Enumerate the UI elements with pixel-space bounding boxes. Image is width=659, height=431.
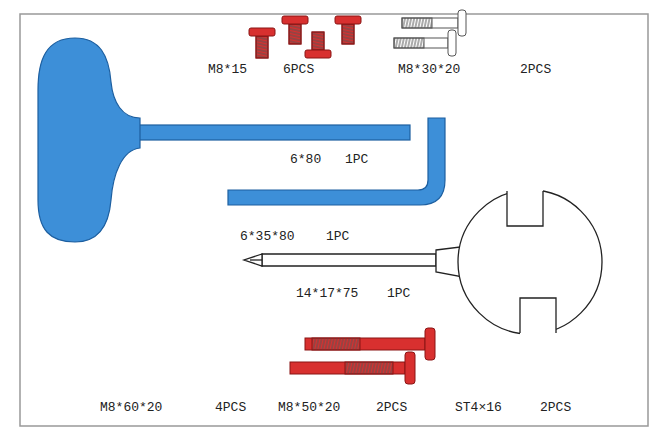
long-red-bolts: [290, 328, 435, 384]
part-quantity: 4PCS: [215, 400, 246, 416]
screwdriver-wrench: [244, 190, 602, 334]
part-quantity: 6PCS: [283, 62, 314, 78]
part-size: 6*80: [290, 152, 321, 168]
part-quantity: 1PC: [326, 229, 349, 245]
part-quantity: 2PCS: [376, 400, 407, 416]
part-size: M8*30*20: [398, 62, 460, 78]
t-handle-key: [38, 38, 410, 242]
part-size: M8*50*20: [278, 400, 340, 416]
part-quantity: 2PCS: [540, 400, 571, 416]
part-quantity: 1PC: [387, 286, 410, 302]
part-size: M8*60*20: [100, 400, 162, 416]
part-size: 6*35*80: [240, 229, 295, 245]
part-size: M8*15: [208, 62, 247, 78]
l-hex-key: [228, 118, 445, 205]
part-quantity: 2PCS: [520, 62, 551, 78]
part-size: 14*17*75: [296, 286, 358, 302]
part-size: ST4×16: [455, 400, 502, 416]
short-red-bolts: [249, 16, 361, 58]
part-quantity: 1PC: [345, 152, 368, 168]
frame: [20, 14, 648, 426]
white-bolts: [394, 10, 466, 56]
